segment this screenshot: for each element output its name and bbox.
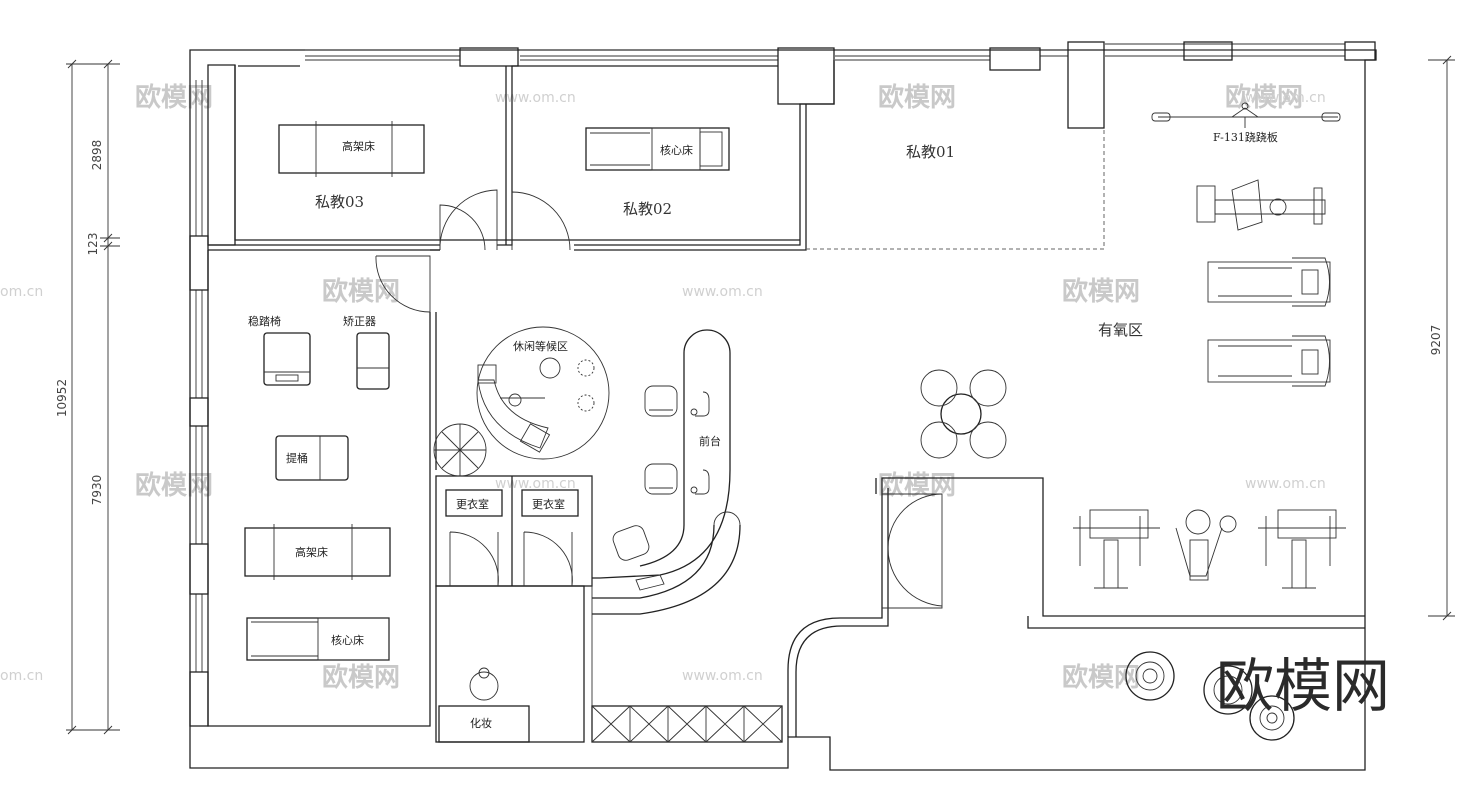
equipment-label: 矫正器 (343, 315, 376, 328)
telephone-icon (690, 391, 710, 417)
room-label: 休闲等候区 (513, 339, 568, 353)
equipment-label: 高架床 (295, 545, 328, 559)
watermark-url: om.cn (0, 668, 43, 684)
changing-rooms: 更衣室 更衣室 化妆 (438, 489, 579, 743)
equipment-label: F-131跷跷板 (1213, 130, 1278, 144)
dimension-label: 9207 (1429, 325, 1443, 356)
room-label: 更衣室 (532, 497, 565, 511)
watermark-text: 欧模网 (878, 82, 956, 113)
potted-plant-icon (1203, 665, 1253, 715)
private-03-furniture: 高架床 私教03 (278, 121, 425, 211)
rowing-machine-icon (1196, 179, 1326, 231)
equipment-label: 稳踏椅 (248, 314, 281, 328)
watermark-url: www.om.cn (495, 90, 576, 106)
watermark-layer: 欧模网 欧模网 欧模网 欧模网 欧模网 欧模网 欧模网 欧模网 欧模网 www.… (0, 82, 1326, 693)
left-room-equipment: 稳踏椅 矫正器 提桶 高架床 核心床 (244, 314, 391, 661)
room-label: 私教02 (623, 200, 672, 218)
treadmill-icon (1207, 257, 1331, 307)
potted-plant-icon (1125, 651, 1175, 701)
watermark-text: 欧模网 (1225, 82, 1303, 113)
fan-staircase-icon (433, 423, 487, 477)
watermark-url: www.om.cn (682, 668, 763, 684)
telephone-icon (690, 469, 710, 495)
room-label: 化妆 (470, 716, 492, 730)
office-chair-icon (612, 525, 650, 561)
elliptical-machine-icon (1175, 509, 1237, 581)
watermark-text: 欧模网 (878, 470, 956, 501)
watermark-text: 欧模网 (1062, 276, 1140, 307)
reception-desk: 前台 (592, 329, 741, 615)
equipment-label: 提桶 (286, 451, 308, 465)
strength-machine-icon (1073, 509, 1160, 589)
dimension-label: 2898 (90, 140, 104, 171)
dimension-lines: 2898 123 7930 10952 9207 (55, 55, 1455, 735)
watermark-text: 欧模网 (322, 276, 400, 307)
watermark-text: 欧模网 (135, 470, 213, 501)
equipment-label: 高架床 (342, 139, 375, 153)
equipment-label: 核心床 (331, 633, 364, 647)
dimension-label: 10952 (55, 379, 69, 417)
dimension-label: 7930 (90, 475, 104, 506)
office-chair-icon (644, 463, 678, 495)
strength-machine-icon (1258, 509, 1346, 589)
office-chair-icon (644, 385, 678, 417)
watermark-text: 欧模网 (135, 82, 213, 113)
watermark-url: www.om.cn (1245, 90, 1326, 106)
room-label: 私教01 (906, 143, 955, 161)
watermark-url: www.om.cn (1245, 476, 1326, 492)
treadmill-icon (1207, 335, 1331, 387)
stool-icon (469, 667, 499, 701)
potted-plant-icon (1249, 695, 1295, 741)
round-table-icon (920, 369, 1007, 459)
watermark-url: om.cn (0, 284, 43, 300)
lounge-area: 休闲等候区 (476, 326, 610, 460)
room-label: 更衣室 (456, 497, 489, 511)
room-label: 有氧区 (1098, 321, 1143, 339)
private-02-furniture: 核心床 私教02 (585, 127, 730, 218)
internal-walls (207, 60, 1365, 743)
watermark-text: 欧模网 (322, 662, 400, 693)
equipment-label: 核心床 (660, 143, 693, 157)
watermark-url: www.om.cn (682, 284, 763, 300)
seesaw-icon (1151, 102, 1341, 128)
room-label: 前台 (699, 434, 721, 448)
dimension-label: 123 (86, 233, 100, 256)
room-label: 私教03 (315, 193, 364, 211)
brand-logo: 欧模网 (1216, 652, 1390, 720)
watermark-url: www.om.cn (495, 476, 576, 492)
cardio-area: 有氧区 F-131跷跷板 (920, 102, 1346, 589)
